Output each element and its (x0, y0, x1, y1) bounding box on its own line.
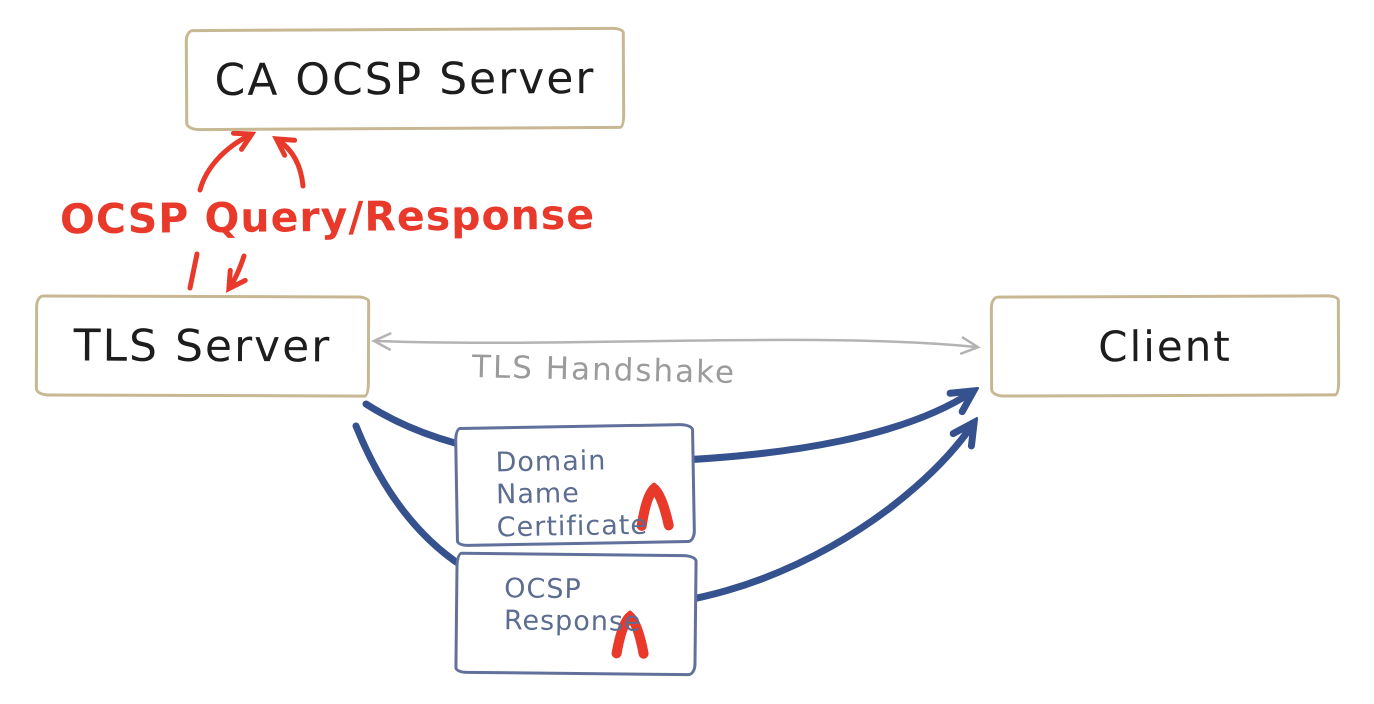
ocsp-query-tick (187, 251, 200, 291)
ocsp-response-return-arrow (272, 136, 306, 189)
ocsp-query-response-label: OCSP Query/Response (59, 190, 596, 244)
ocsp-response-label: OCSP Response (458, 555, 643, 640)
tls-server-node: TLS Server (34, 294, 371, 398)
domain-certificate-label: Domain Name Certificate (457, 426, 693, 545)
ocsp-response-node: OCSP Response (454, 551, 698, 677)
client-node: Client (989, 294, 1341, 398)
ca-ocsp-server-label: CA OCSP Server (214, 52, 596, 106)
ca-ocsp-server-node: CA OCSP Server (184, 26, 626, 132)
ocsp-query-arrow (197, 130, 257, 193)
tls-handshake-label: TLS Handshake (471, 349, 737, 391)
tls-server-label: TLS Server (73, 320, 332, 372)
ocsp-down-arrow (226, 253, 248, 293)
domain-certificate-line2: Certificate (496, 509, 649, 544)
ocsp-response-line1: OCSP (504, 573, 582, 606)
ocsp-response-line2: Response (503, 605, 642, 639)
domain-certificate-line1: Domain Name (495, 445, 607, 511)
certificate-seal-icon (636, 482, 674, 531)
ocsp-seal-icon (611, 610, 649, 659)
tls-handshake-arrow (371, 332, 981, 355)
client-label: Client (1098, 321, 1232, 371)
domain-certificate-node: Domain Name Certificate (453, 422, 697, 548)
